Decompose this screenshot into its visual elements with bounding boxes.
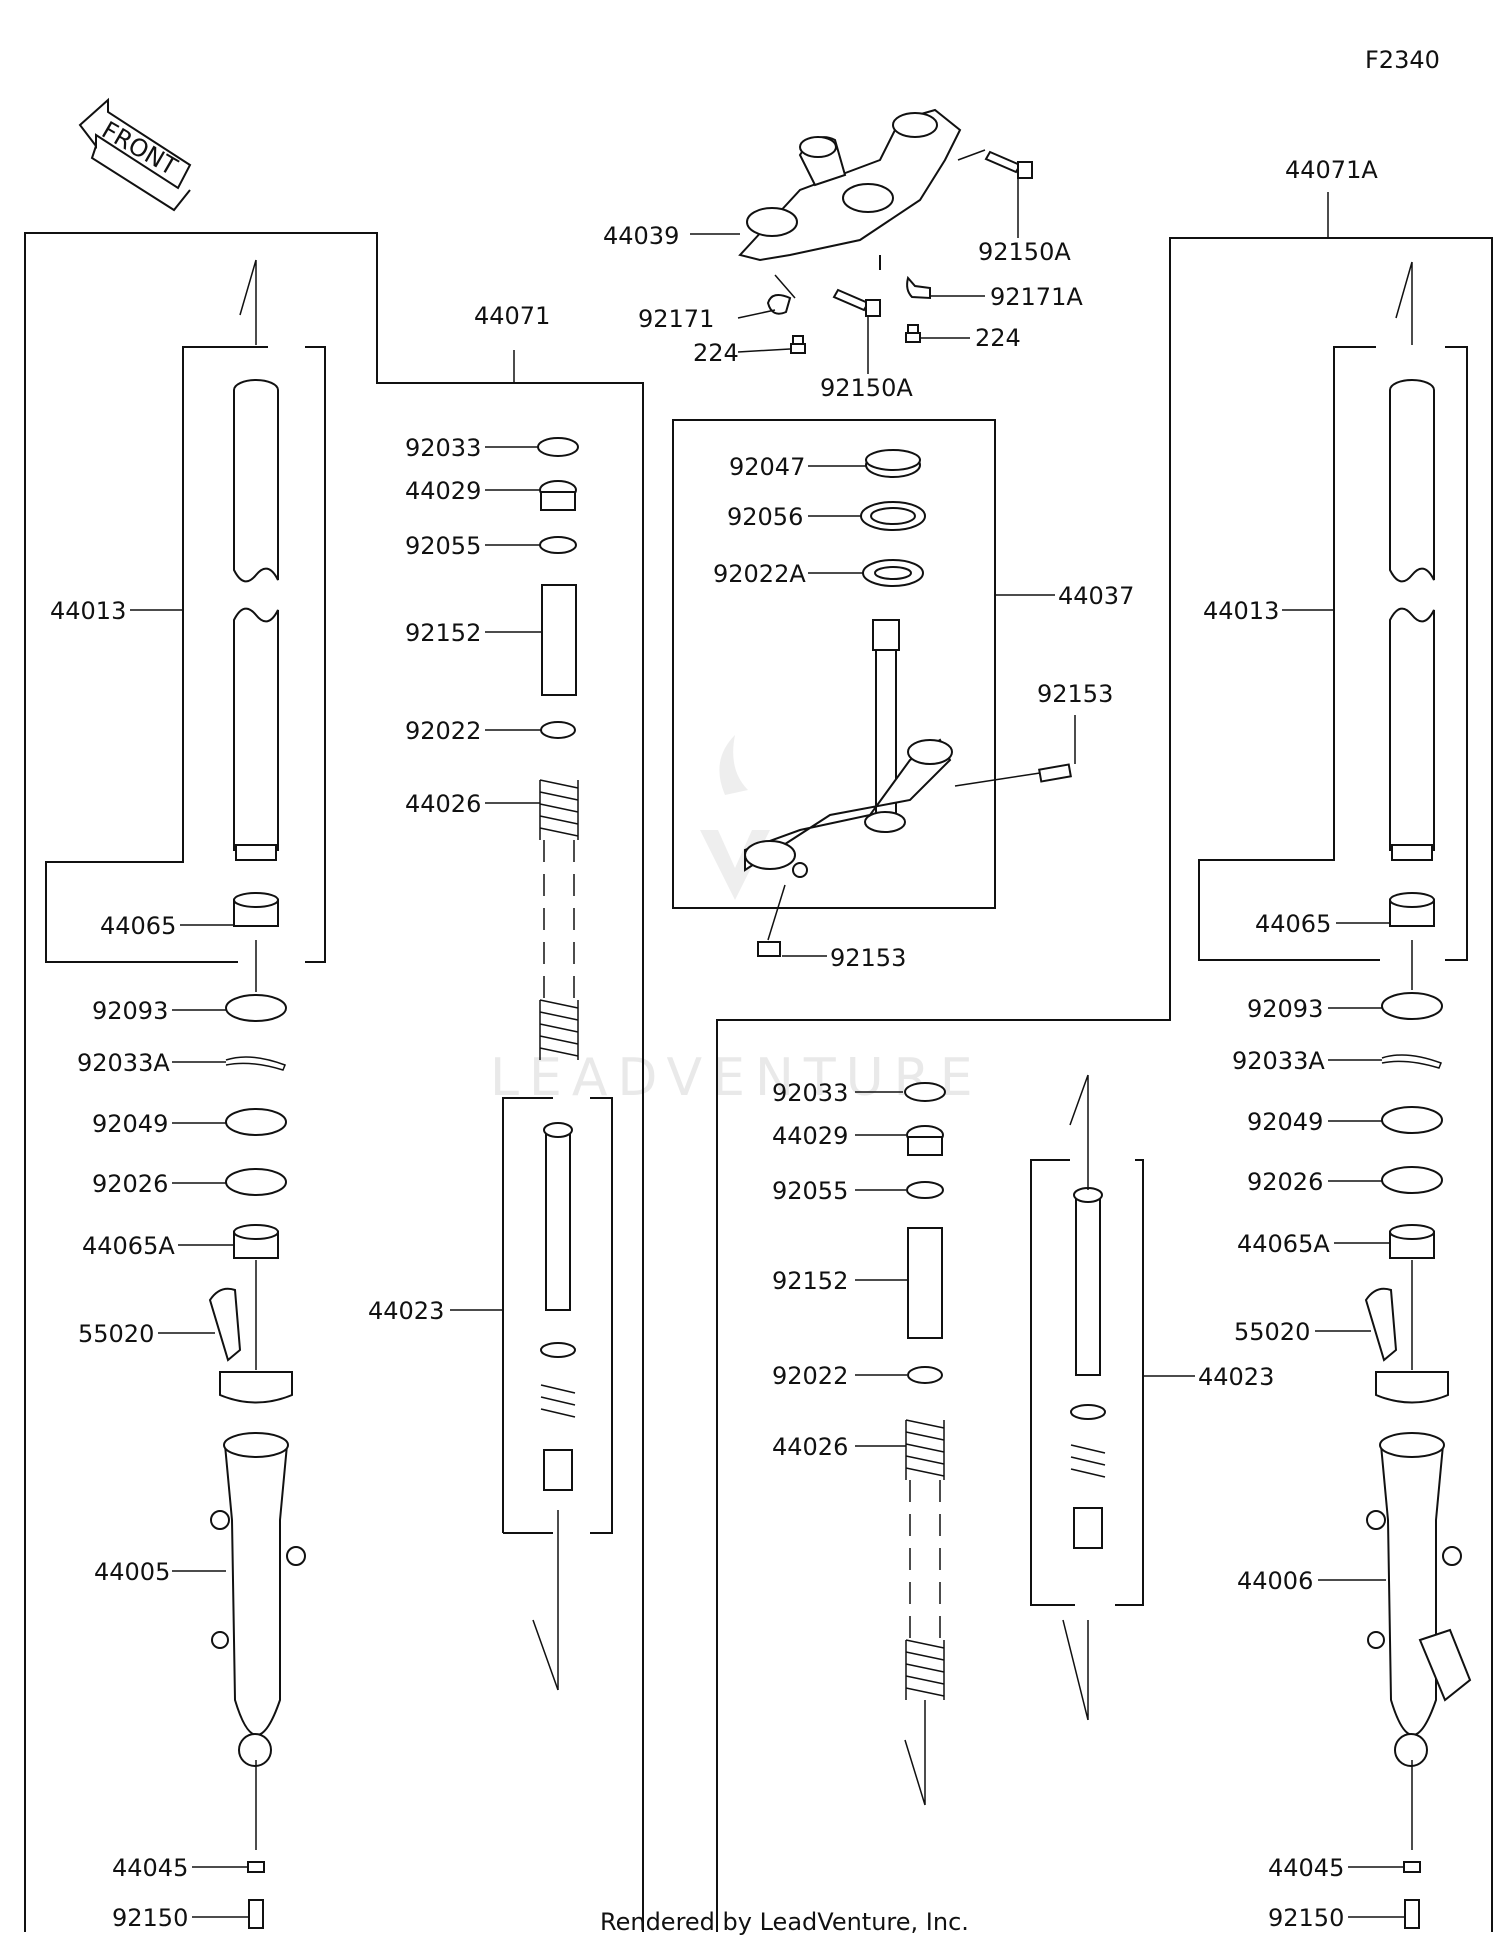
label-92093-right: 92093 bbox=[1247, 995, 1323, 1023]
damper-rod-44023-right bbox=[1070, 1187, 1106, 1549]
label-44013-right: 44013 bbox=[1203, 597, 1279, 625]
assembly-boundaries bbox=[24, 232, 1493, 1932]
label-44013-left: 44013 bbox=[50, 597, 126, 625]
label-92171A: 92171A bbox=[990, 283, 1083, 311]
bolt-92150A-bottom-icon bbox=[832, 288, 881, 317]
label-92055-cr: 92055 bbox=[772, 1177, 848, 1205]
watermark-logo bbox=[700, 735, 770, 900]
label-92049-right: 92049 bbox=[1247, 1108, 1323, 1136]
label-92022A: 92022A bbox=[713, 560, 806, 588]
label-224-right: 224 bbox=[975, 324, 1021, 352]
label-44071A: 44071A bbox=[1285, 156, 1378, 184]
label-92055-cl: 92055 bbox=[405, 532, 481, 560]
label-92153-bottom: 92153 bbox=[830, 944, 906, 972]
label-92026-left: 92026 bbox=[92, 1170, 168, 1198]
leaders-center-right bbox=[855, 1091, 1195, 1447]
label-92150A-top: 92150A bbox=[978, 238, 1071, 266]
label-92150A-bottom: 92150A bbox=[820, 374, 913, 402]
label-44065-left: 44065 bbox=[100, 912, 176, 940]
label-92153-top: 92153 bbox=[1037, 680, 1113, 708]
label-44065A-right: 44065A bbox=[1237, 1230, 1330, 1258]
label-92022-cr: 92022 bbox=[772, 1362, 848, 1390]
label-92049-left: 92049 bbox=[92, 1110, 168, 1138]
label-92022-cl: 92022 bbox=[405, 717, 481, 745]
top-bracket-leaders bbox=[690, 149, 1329, 374]
label-44045-right: 44045 bbox=[1268, 1854, 1344, 1882]
label-92033-cl: 92033 bbox=[405, 434, 481, 462]
leaders-center-left bbox=[450, 446, 542, 1311]
label-44065A-left: 44065A bbox=[82, 1232, 175, 1260]
front-arrow-icon: FRONT bbox=[78, 97, 192, 212]
bolt-92153-upper-icon bbox=[1038, 763, 1072, 783]
label-92026-right: 92026 bbox=[1247, 1168, 1323, 1196]
label-44071: 44071 bbox=[474, 302, 550, 330]
stem-leaders bbox=[767, 465, 1076, 957]
label-92056: 92056 bbox=[727, 503, 803, 531]
leaders-left bbox=[130, 609, 249, 1918]
screw-224-right-icon bbox=[905, 324, 921, 343]
label-92152-cl: 92152 bbox=[405, 619, 481, 647]
damper-parts-right bbox=[904, 1074, 1106, 1806]
label-224-left: 224 bbox=[693, 339, 739, 367]
label-55020-right: 55020 bbox=[1234, 1318, 1310, 1346]
spring-44026-left bbox=[539, 779, 579, 1060]
label-92150-left: 92150 bbox=[112, 1904, 188, 1932]
label-44029-cl: 44029 bbox=[405, 477, 481, 505]
bolt-92153-lower-icon bbox=[757, 941, 781, 957]
bolt-92150A-top-icon bbox=[984, 150, 1033, 179]
label-44023-cr: 44023 bbox=[1198, 1363, 1274, 1391]
label-44005: 44005 bbox=[94, 1558, 170, 1586]
figure-code: F2340 bbox=[1365, 46, 1440, 74]
leaders-right bbox=[1282, 609, 1405, 1918]
footer-credit: Rendered by LeadVenture, Inc. bbox=[600, 1908, 969, 1936]
label-44039: 44039 bbox=[603, 222, 679, 250]
part-labels: 44071A 44039 92150A 92171 92171A 224 224… bbox=[50, 156, 1378, 1932]
clip-92171A-icon bbox=[906, 275, 931, 300]
label-92033A-right: 92033A bbox=[1232, 1047, 1325, 1075]
label-55020-left: 55020 bbox=[78, 1320, 154, 1348]
spring-44026-right bbox=[905, 1419, 945, 1700]
label-44065-right: 44065 bbox=[1255, 910, 1331, 938]
damper-parts-left bbox=[513, 350, 579, 1691]
fork-leg-left bbox=[208, 259, 306, 1929]
label-44023-cl: 44023 bbox=[368, 1297, 444, 1325]
label-92033-cr: 92033 bbox=[772, 1079, 848, 1107]
watermark: LEADVENTURE bbox=[490, 1048, 983, 1108]
label-44037: 44037 bbox=[1058, 582, 1134, 610]
upper-bracket-44039 bbox=[738, 108, 962, 270]
label-44045-left: 44045 bbox=[112, 1854, 188, 1882]
label-44029-cr: 44029 bbox=[772, 1122, 848, 1150]
label-44006: 44006 bbox=[1237, 1567, 1313, 1595]
label-44026-cr: 44026 bbox=[772, 1433, 848, 1461]
label-44026-cl: 44026 bbox=[405, 790, 481, 818]
label-92033A-left: 92033A bbox=[77, 1049, 170, 1077]
label-92150-right: 92150 bbox=[1268, 1904, 1344, 1932]
damper-rod-44023-left bbox=[540, 1122, 576, 1491]
fork-leg-right bbox=[1364, 261, 1472, 1929]
label-92093-left: 92093 bbox=[92, 997, 168, 1025]
front-label: FRONT bbox=[97, 116, 182, 181]
label-92171: 92171 bbox=[638, 305, 714, 333]
label-92047: 92047 bbox=[729, 453, 805, 481]
label-92152-cr: 92152 bbox=[772, 1267, 848, 1295]
screw-224-left-icon bbox=[790, 335, 806, 354]
